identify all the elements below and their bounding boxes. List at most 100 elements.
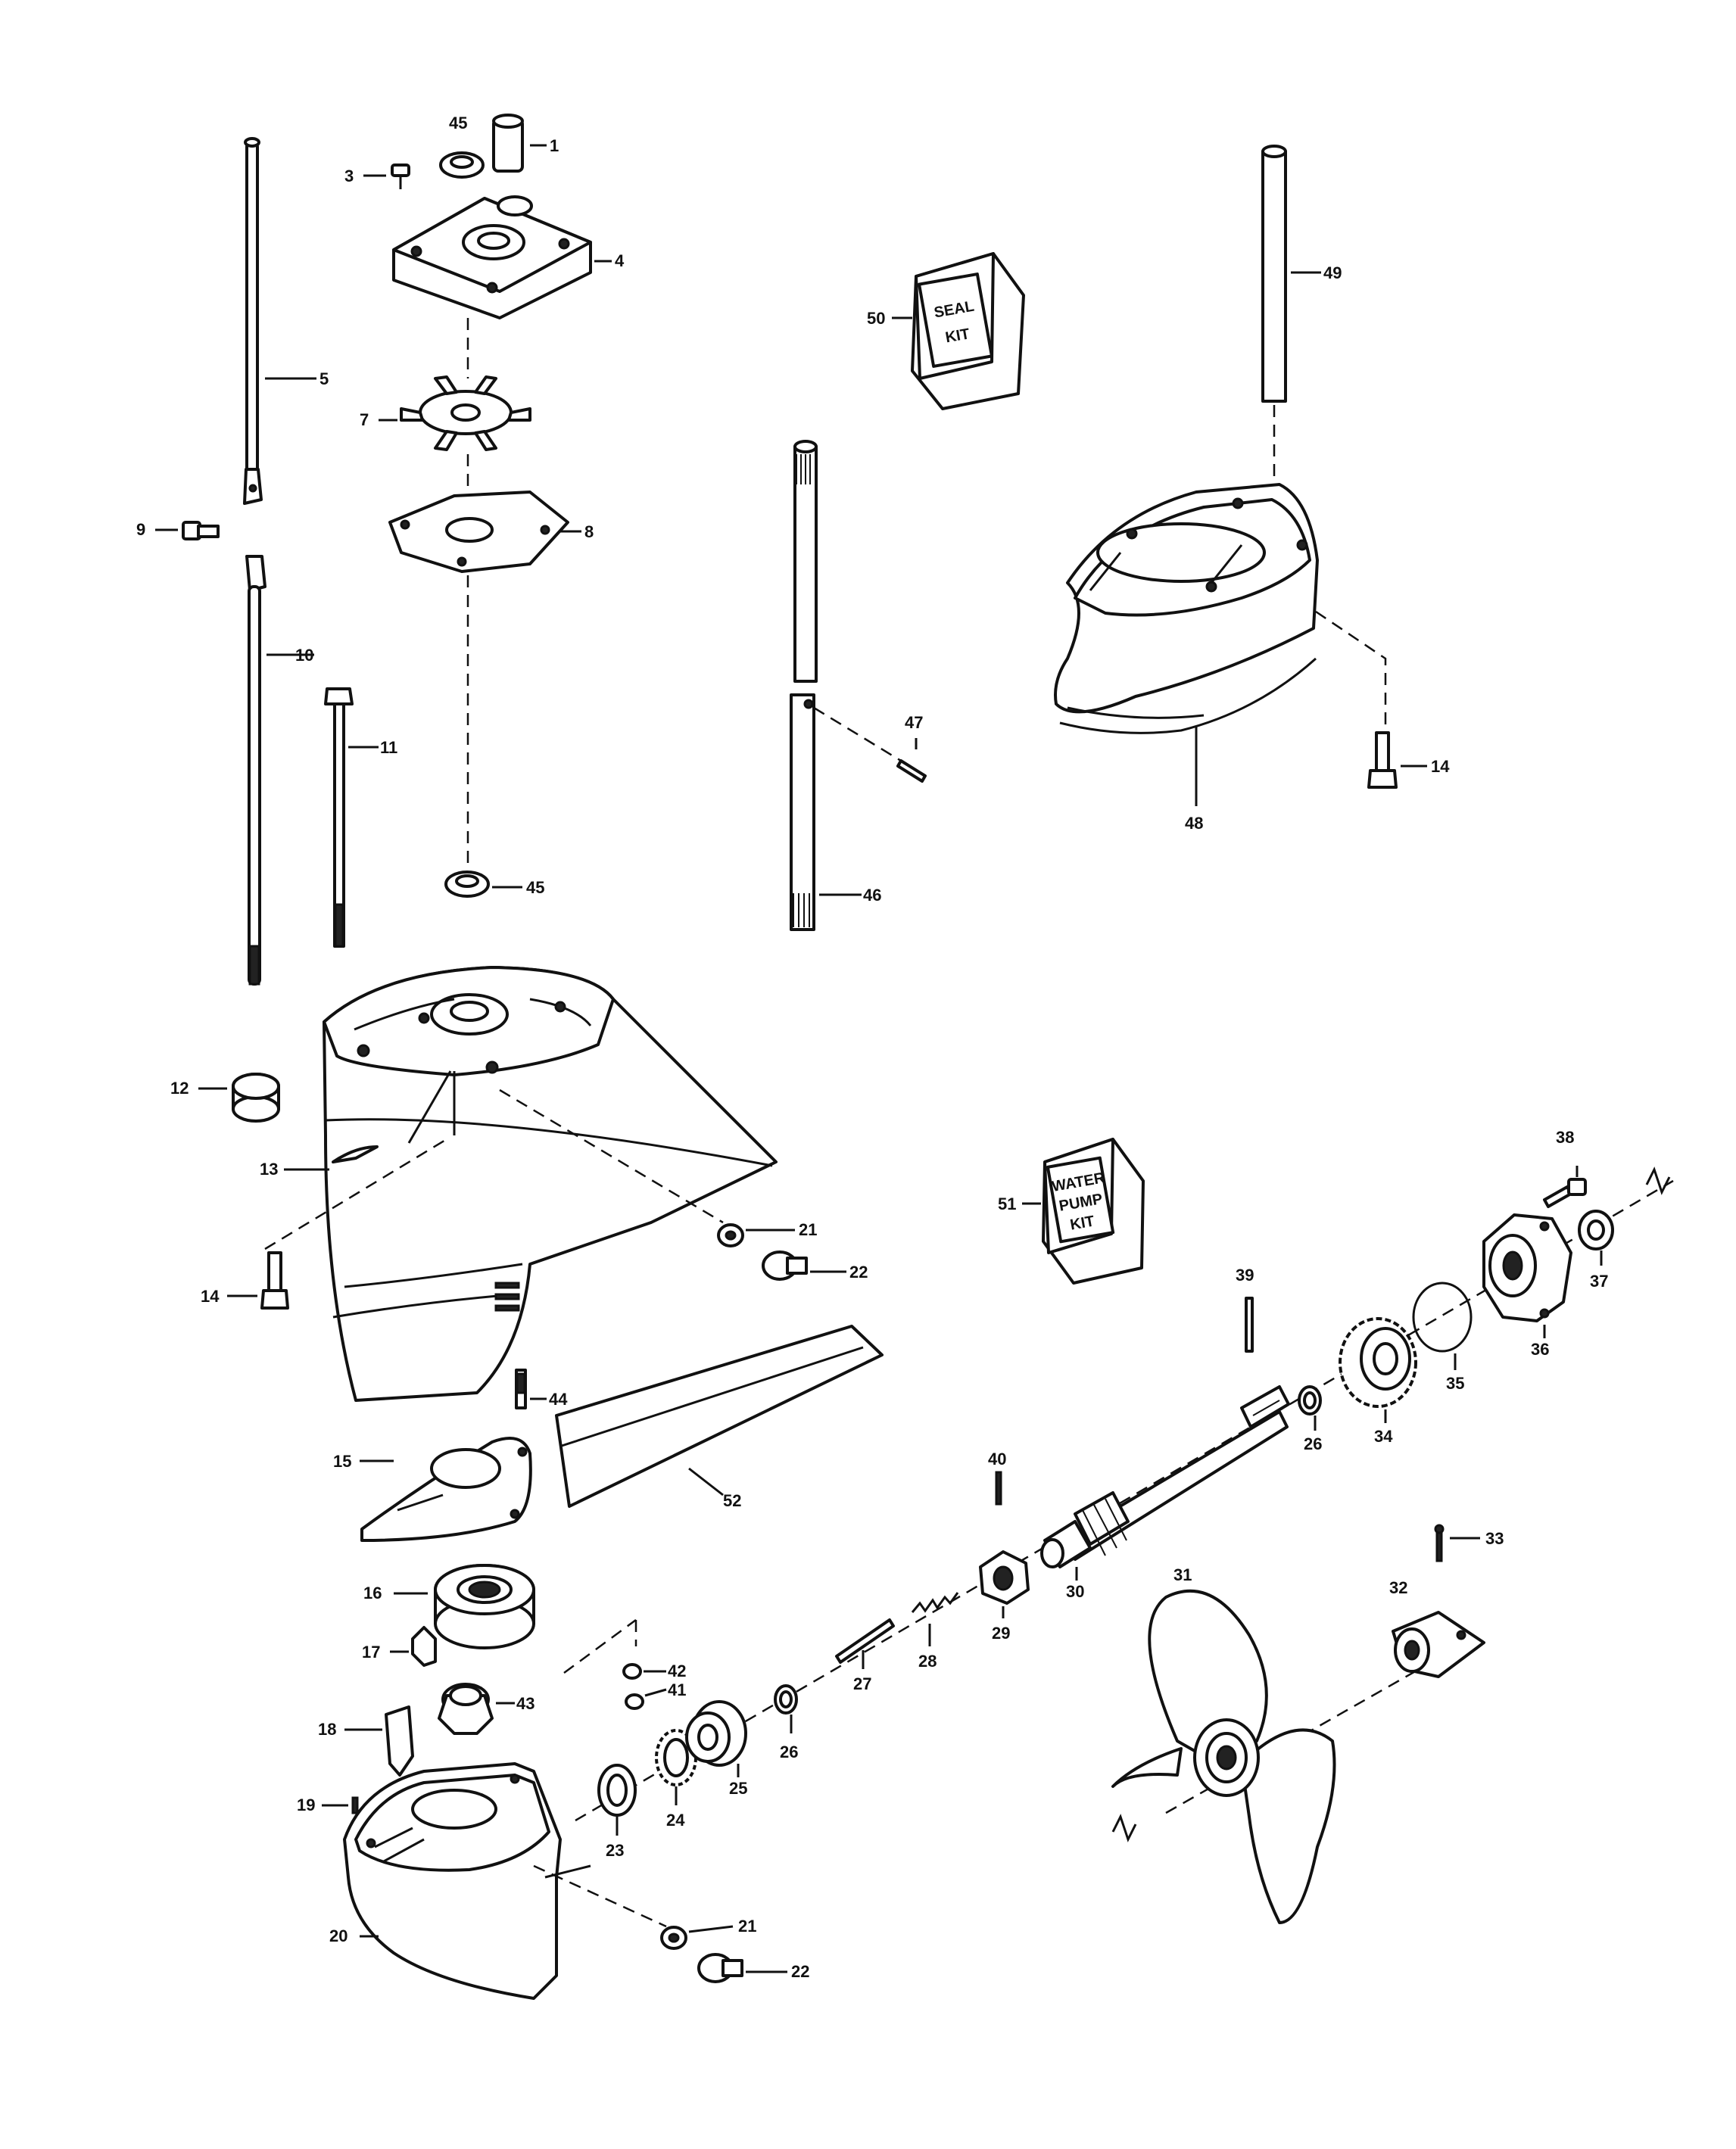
part-13-pin bbox=[332, 1145, 379, 1163]
callout-21-upper: 21 bbox=[799, 1220, 817, 1239]
part-47-pin bbox=[896, 759, 927, 783]
part-3-screw bbox=[391, 164, 410, 189]
callout-45-top: 45 bbox=[449, 114, 467, 132]
part-32-prop-nut bbox=[1392, 1611, 1485, 1678]
part-8-plate bbox=[388, 491, 569, 573]
part-14-screw-right bbox=[1367, 731, 1398, 789]
part-42-nut bbox=[622, 1663, 642, 1680]
callout-45-middle: 45 bbox=[526, 878, 544, 897]
part-9-screw bbox=[182, 521, 220, 540]
part-45-seal-top bbox=[439, 151, 485, 179]
callout-52: 52 bbox=[723, 1491, 741, 1510]
callout-34: 34 bbox=[1374, 1427, 1393, 1446]
callout-22-upper: 22 bbox=[849, 1263, 868, 1282]
part-22-screw-upper bbox=[762, 1250, 808, 1281]
part-38-screw bbox=[1543, 1178, 1587, 1208]
callout-25: 25 bbox=[729, 1779, 747, 1798]
part-33-cotter-pin bbox=[1434, 1524, 1445, 1562]
part-15-gasket bbox=[360, 1437, 532, 1542]
part-40-pin bbox=[995, 1471, 1002, 1506]
callout-18: 18 bbox=[318, 1720, 336, 1739]
part-29-clutch bbox=[979, 1550, 1030, 1605]
part-25-gear bbox=[685, 1700, 747, 1767]
callout-28: 28 bbox=[918, 1652, 937, 1671]
part-12-spacer bbox=[232, 1073, 280, 1123]
callout-24: 24 bbox=[666, 1811, 685, 1830]
callout-30: 30 bbox=[1066, 1582, 1084, 1601]
callout-29: 29 bbox=[992, 1624, 1010, 1643]
callout-23: 23 bbox=[606, 1841, 624, 1860]
part-22-screw-lower bbox=[697, 1953, 743, 1983]
callout-3: 3 bbox=[344, 167, 354, 185]
part-16-bearing bbox=[434, 1564, 535, 1649]
part-34-reverse-gear bbox=[1339, 1317, 1417, 1408]
part-1-sleeve bbox=[492, 114, 524, 173]
part-52-strip bbox=[555, 1325, 884, 1508]
part-20-gearcase-lower bbox=[343, 1762, 591, 2000]
part-50-seal-kit-box: SEAL KIT bbox=[911, 252, 1025, 410]
callout-27: 27 bbox=[853, 1674, 871, 1693]
part-45-seal-middle bbox=[444, 871, 490, 898]
part-7-impeller bbox=[400, 375, 531, 451]
callout-20: 20 bbox=[329, 1926, 348, 1945]
part-5-shift-rod bbox=[243, 137, 263, 505]
part-43-pinion bbox=[438, 1683, 494, 1735]
callout-37: 37 bbox=[1590, 1272, 1608, 1291]
part-10-shift-rod-lower bbox=[245, 555, 266, 986]
callout-26-upper: 26 bbox=[1304, 1434, 1322, 1453]
part-48-exhaust-housing bbox=[1054, 483, 1319, 734]
callout-22-lower: 22 bbox=[791, 1962, 809, 1981]
callout-35: 35 bbox=[1446, 1374, 1464, 1393]
callout-41: 41 bbox=[668, 1680, 686, 1699]
callout-39: 39 bbox=[1236, 1266, 1254, 1285]
callout-4: 4 bbox=[615, 251, 625, 270]
callout-1: 1 bbox=[550, 136, 559, 155]
part-19-pin bbox=[351, 1796, 359, 1814]
callout-7: 7 bbox=[360, 410, 369, 429]
part-11-stud bbox=[324, 687, 354, 948]
callout-48: 48 bbox=[1185, 814, 1203, 833]
callout-5: 5 bbox=[319, 369, 329, 388]
callout-33: 33 bbox=[1485, 1529, 1504, 1548]
part-14-screw-left bbox=[260, 1251, 289, 1310]
callout-9: 9 bbox=[136, 520, 145, 539]
callout-8: 8 bbox=[584, 522, 594, 541]
callout-16: 16 bbox=[363, 1584, 382, 1602]
callout-40: 40 bbox=[988, 1450, 1006, 1468]
callout-36: 36 bbox=[1531, 1340, 1549, 1359]
part-21-washer-lower bbox=[660, 1926, 687, 1950]
part-44-stud bbox=[515, 1369, 527, 1409]
part-30-propeller-shaft bbox=[1040, 1385, 1290, 1568]
callout-15: 15 bbox=[333, 1452, 351, 1471]
callout-12: 12 bbox=[170, 1079, 189, 1098]
callout-10: 10 bbox=[295, 646, 313, 665]
part-39-pin bbox=[1245, 1297, 1254, 1353]
part-26-ring-lower bbox=[774, 1684, 798, 1715]
callout-31: 31 bbox=[1173, 1565, 1192, 1584]
callout-42: 42 bbox=[668, 1662, 686, 1680]
part-31-propeller bbox=[1111, 1589, 1336, 1924]
callout-49: 49 bbox=[1323, 263, 1342, 282]
callout-44: 44 bbox=[549, 1390, 568, 1409]
part-36-bearing-carrier bbox=[1482, 1213, 1572, 1322]
callout-14-right: 14 bbox=[1431, 757, 1450, 776]
part-46-driveshaft bbox=[790, 440, 818, 931]
part-35-o-ring bbox=[1412, 1282, 1473, 1353]
callout-38: 38 bbox=[1556, 1128, 1574, 1147]
part-26-ring-upper bbox=[1298, 1385, 1322, 1416]
callout-17: 17 bbox=[362, 1643, 380, 1662]
part-21-washer-upper bbox=[717, 1223, 744, 1247]
callout-26-lower: 26 bbox=[780, 1743, 798, 1761]
callout-19: 19 bbox=[297, 1796, 315, 1814]
part-gear-housing bbox=[323, 966, 778, 1402]
callout-21-lower: 21 bbox=[738, 1917, 756, 1936]
part-23-washer bbox=[597, 1764, 637, 1817]
callout-50: 50 bbox=[867, 309, 885, 328]
part-51-water-pump-kit-box: WATER PUMP KIT bbox=[1042, 1138, 1145, 1285]
callout-43: 43 bbox=[516, 1694, 535, 1713]
part-4-pump-housing bbox=[392, 195, 592, 319]
callout-51: 51 bbox=[998, 1194, 1016, 1213]
part-28-spring bbox=[911, 1592, 959, 1613]
callout-13: 13 bbox=[260, 1160, 278, 1179]
